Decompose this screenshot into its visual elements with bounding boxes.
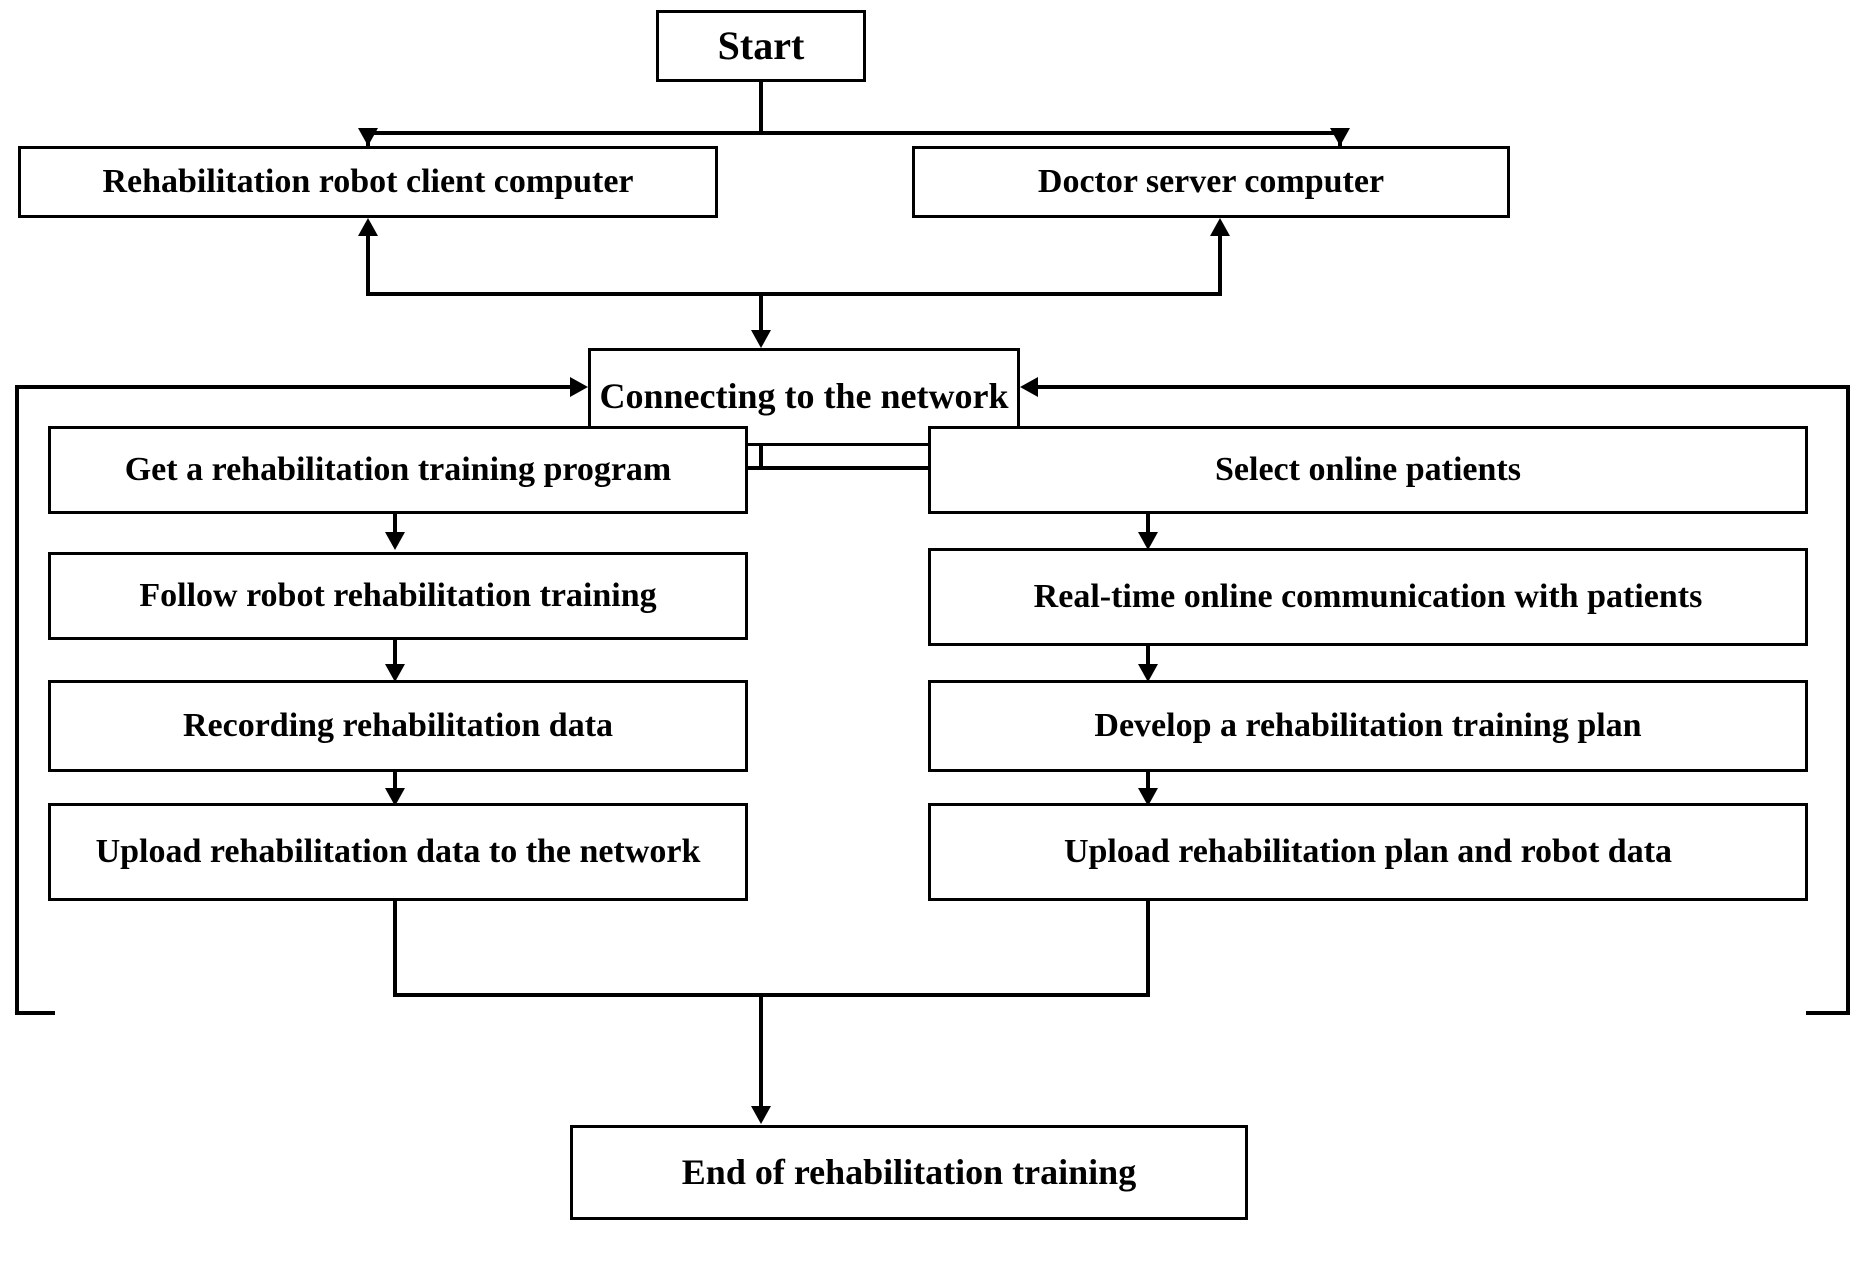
node-end[interactable]: End of rehabilitation training <box>570 1125 1248 1220</box>
arrow-loop-left-into-connect <box>570 377 588 397</box>
arrow-right-1-2 <box>1138 532 1158 550</box>
node-server-computer-label: Doctor server computer <box>1037 163 1385 201</box>
connector-merge-bus <box>366 292 1222 296</box>
loop-left-top-segment <box>15 385 575 389</box>
connector-right-2-3 <box>1146 646 1150 678</box>
node-recording-data[interactable]: Recording rehabilitation data <box>48 680 748 772</box>
connector-left-4-down <box>393 901 397 997</box>
node-realtime-communication[interactable]: Real-time online communication with pati… <box>928 548 1808 646</box>
node-get-training-program-label: Get a rehabilitation training program <box>124 451 672 489</box>
node-develop-plan-label: Develop a rehabilitation training plan <box>1094 707 1642 745</box>
arrow-to-server <box>1330 128 1350 146</box>
arrow-loop-right-into-connect <box>1020 377 1038 397</box>
node-get-training-program[interactable]: Get a rehabilitation training program <box>48 426 748 514</box>
connector-server-up-v <box>1218 236 1222 296</box>
connector-right-1-2 <box>1146 514 1150 540</box>
node-upload-plan-label: Upload rehabilitation plan and robot dat… <box>1063 832 1673 870</box>
connector-merge-down <box>759 292 763 338</box>
connector-left-3-4 <box>393 772 397 802</box>
loop-right-vertical <box>1846 385 1850 1015</box>
arrow-up-client <box>358 218 378 236</box>
arrow-to-client <box>358 128 378 146</box>
connector-connect-down <box>759 446 763 470</box>
arrow-left-3-4 <box>385 788 405 806</box>
connector-client-up-v <box>366 236 370 296</box>
node-client-computer-label: Rehabilitation robot client computer <box>102 163 634 201</box>
node-start[interactable]: Start <box>656 10 866 82</box>
node-select-patients[interactable]: Select online patients <box>928 426 1808 514</box>
node-upload-data-label: Upload rehabilitation data to the networ… <box>95 832 701 870</box>
connector-left-1-2 <box>393 514 397 540</box>
connector-bottom-to-end <box>759 993 763 1113</box>
connector-columns-bus <box>428 466 1315 470</box>
connector-right-3-4 <box>1146 772 1150 802</box>
node-recording-data-label: Recording rehabilitation data <box>182 707 614 745</box>
arrow-right-2-3 <box>1138 664 1158 682</box>
node-realtime-communication-label: Real-time online communication with pati… <box>1033 577 1703 615</box>
loop-left-bottom-segment <box>15 1011 55 1015</box>
node-upload-data[interactable]: Upload rehabilitation data to the networ… <box>48 803 748 901</box>
node-develop-plan[interactable]: Develop a rehabilitation training plan <box>928 680 1808 772</box>
arrow-up-server <box>1210 218 1230 236</box>
loop-left-vertical <box>15 385 19 1015</box>
loop-right-bottom-segment <box>1806 1011 1850 1015</box>
arrow-to-end <box>751 1106 771 1124</box>
connector-left-2-3 <box>393 640 397 678</box>
node-follow-robot-training-label: Follow robot rehabilitation training <box>139 577 657 615</box>
connector-right-4-down <box>1146 901 1150 997</box>
node-end-label: End of rehabilitation training <box>681 1151 1137 1192</box>
node-server-computer[interactable]: Doctor server computer <box>912 146 1510 218</box>
node-client-computer[interactable]: Rehabilitation robot client computer <box>18 146 718 218</box>
connector-bottom-merge-bus <box>393 993 1150 997</box>
connector-start-down <box>759 82 763 135</box>
node-select-patients-label: Select online patients <box>1215 451 1521 489</box>
connector-start-split-bus <box>366 131 1342 135</box>
node-upload-plan[interactable]: Upload rehabilitation plan and robot dat… <box>928 803 1808 901</box>
arrow-left-2-3 <box>385 664 405 682</box>
node-follow-robot-training[interactable]: Follow robot rehabilitation training <box>48 552 748 640</box>
node-start-label: Start <box>717 22 805 68</box>
arrow-right-3-4 <box>1138 788 1158 806</box>
arrow-left-1-2 <box>385 532 405 550</box>
loop-right-top-segment <box>1032 385 1850 389</box>
node-connect-network-label: Connecting to the network <box>599 376 1009 417</box>
arrow-to-connect <box>751 330 771 348</box>
